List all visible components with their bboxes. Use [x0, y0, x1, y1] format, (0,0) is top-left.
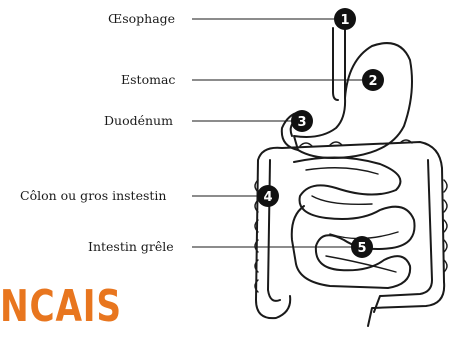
- svg-text:4: 4: [263, 190, 272, 205]
- small-intestine-inner: [306, 168, 398, 272]
- svg-text:5: 5: [357, 241, 366, 256]
- banner-text: NCAIS: [0, 282, 122, 332]
- label-estomac: Estomac: [121, 73, 175, 87]
- svg-text:2: 2: [368, 74, 377, 89]
- oesophagus-shape: [333, 28, 345, 100]
- label-colon: Côlon ou gros instestin: [20, 189, 166, 203]
- stomach-shape: [294, 43, 412, 158]
- badge-4: 4: [257, 185, 279, 207]
- label-duodenum: Duodénum: [104, 114, 173, 128]
- badge-2: 2: [362, 69, 384, 91]
- badge-3: 3: [291, 110, 313, 132]
- badge-1: 1: [334, 8, 356, 30]
- colon-haustra: [255, 140, 447, 292]
- small-intestine-shape: [292, 157, 415, 288]
- colon-shape: [256, 142, 444, 326]
- label-intestin-grele: Intestin grêle: [88, 240, 174, 254]
- badge-5: 5: [351, 236, 373, 258]
- label-oesophage: Œsophage: [108, 12, 175, 26]
- svg-text:3: 3: [297, 115, 306, 130]
- svg-text:1: 1: [340, 13, 349, 28]
